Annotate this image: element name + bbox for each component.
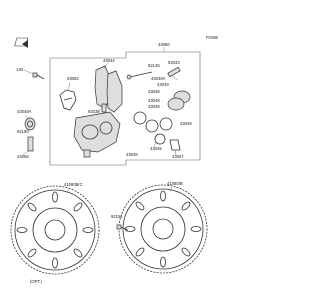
bracket-43057 <box>169 139 181 151</box>
front-arrow-icon <box>14 37 29 48</box>
label-41080b: 41080/B <box>167 181 183 186</box>
page-code: F0498 <box>206 35 219 40</box>
bleeder-92026 <box>101 103 107 113</box>
parts-diagram: F0498 43080 130 43082 43044 43049A <box>10 35 219 284</box>
label-92043: 92043 <box>168 60 180 65</box>
boot-43049a <box>24 117 36 131</box>
label-43056: 43056 <box>17 154 29 159</box>
label-43057: 43057 <box>172 154 184 159</box>
pad-spring-43082 <box>59 89 77 111</box>
brake-disc-right <box>118 184 208 274</box>
label-130: 130 <box>16 67 24 72</box>
label-43080: 43080 <box>158 42 170 47</box>
brake-disc-left <box>10 185 100 275</box>
label-43049c: 43049 <box>180 121 192 126</box>
label-92160: 92160 <box>17 129 29 134</box>
brake-pad-43044 <box>94 65 123 113</box>
label-43045: 43045 <box>150 146 162 151</box>
label-43049a: 43049A <box>17 109 32 114</box>
seal-43049c <box>154 133 166 145</box>
label-43048c: 43048 <box>126 152 138 157</box>
bolt-130 <box>32 72 45 80</box>
label-43044: 43044 <box>103 58 115 63</box>
seal-43048 <box>133 111 173 133</box>
bolt-92151 <box>116 224 129 231</box>
bolt-92043 <box>167 66 181 78</box>
piston-43049 <box>167 90 191 111</box>
assembly-box <box>49 51 201 166</box>
label-opt: (OPT.) <box>30 279 43 284</box>
label-43048b: 43048 <box>148 98 160 103</box>
label-43048: 43048 <box>148 89 160 94</box>
caliper-body <box>73 111 121 158</box>
label-43049: 43049 <box>157 82 169 87</box>
label-43049b: 43049 <box>148 104 160 109</box>
pin-43056 <box>27 136 34 152</box>
label-92151: 92151 <box>111 214 123 219</box>
pin-92145 <box>126 71 153 80</box>
label-41080bc: 41080B/C <box>64 182 83 187</box>
label-43082: 43082 <box>67 76 79 81</box>
label-92026: 92026 <box>88 109 100 114</box>
label-43048a: 43048A <box>151 76 166 81</box>
label-92145: 92145 <box>148 63 160 68</box>
